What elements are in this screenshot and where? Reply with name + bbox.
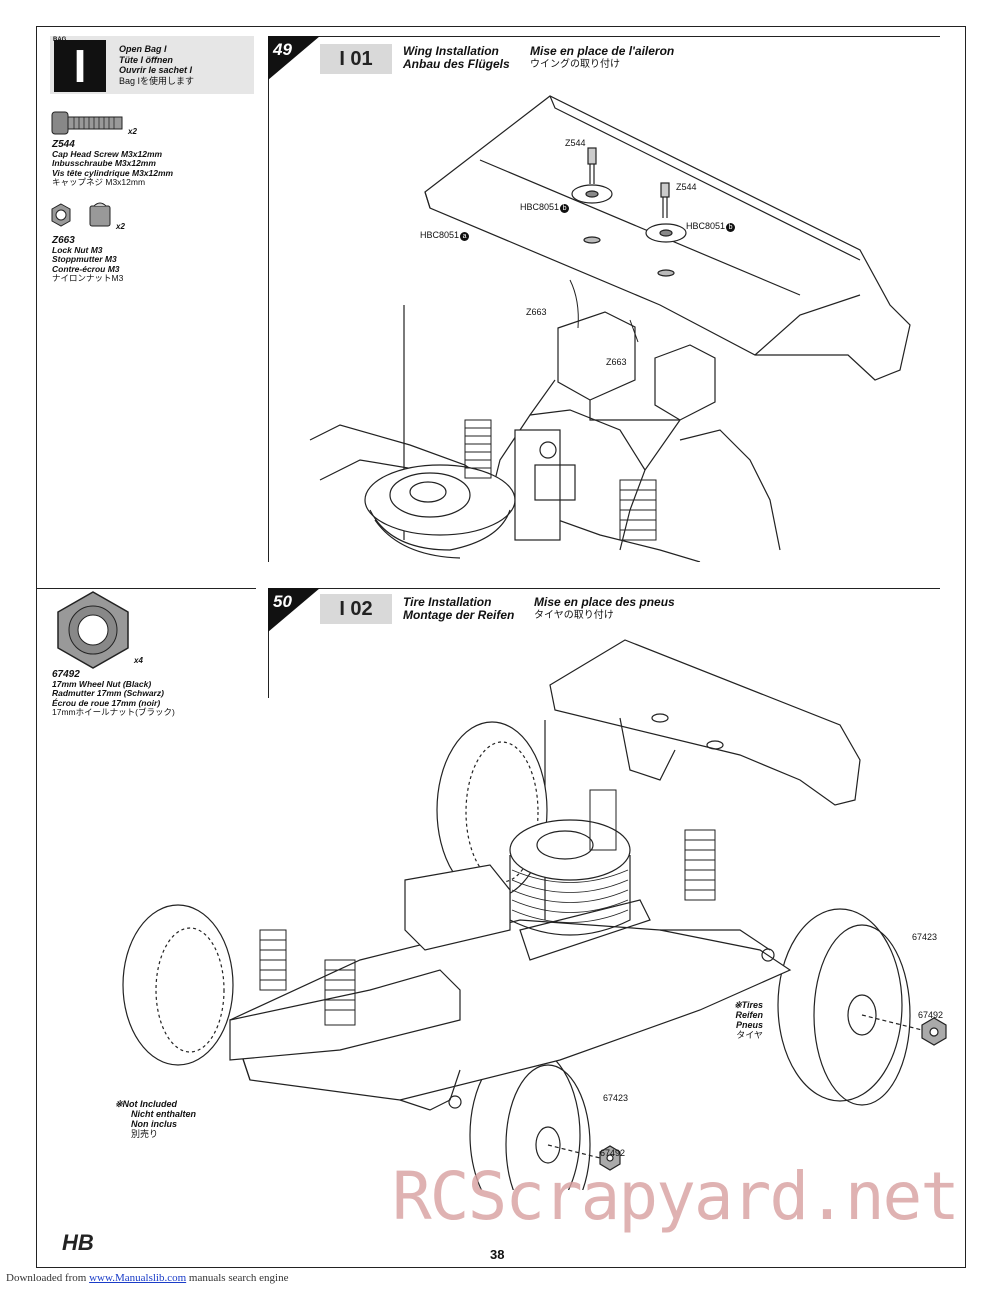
watermark: RCScrapyard.net [392,1158,960,1235]
step-number: 50 [273,592,292,611]
step-title-fr-jp: Mise en place de l'aileron ウイングの取り付け [530,44,675,71]
cap-screw-icon [51,111,123,135]
tire-installation-diagram [122,639,947,1190]
part-label-z663: Z663 Lock Nut M3 Stoppmutter M3 Contre-é… [52,235,124,283]
callout-z663: Z663 [526,307,547,317]
manualslib-link[interactable]: www.Manualslib.com [89,1272,187,1284]
part-qty: x2 [116,222,125,231]
wheel-nut-icon [57,591,129,669]
brand-logo: HB [62,1230,94,1255]
bag-letter: I [54,40,106,92]
step-divider [268,36,269,562]
callout-tire: 67423 [603,1093,629,1103]
bag-instructions: Open Bag I Tüte I öffnen Ouvrir le sache… [119,44,195,86]
tires-note: ※Tires Reifen Pneus タイヤ [734,1000,763,1040]
step-code: I 02 [320,594,392,624]
callout-z544: Z544 [565,138,586,148]
page-frame [36,26,966,1268]
not-included-note: ※Not Included Nicht enthalten Non inclus… [115,1099,197,1139]
footer: Downloaded from www.Manualslib.com manua… [6,1272,289,1284]
step-number-badge [268,36,320,80]
part-qty: x2 [128,127,137,136]
step-divider [268,588,940,589]
callout-tire: 67423 [912,932,938,942]
callout-z544: Z544 [676,182,697,192]
step-title-en-de: Wing Installation Anbau des Flügels [403,44,510,71]
callout-wheel-nut: 67492 [600,1148,626,1158]
callout-z663: Z663 [606,357,627,367]
step-number: 49 [273,40,292,59]
part-label-67492: 67492 17mm Wheel Nut (Black) Radmutter 1… [52,669,175,717]
page-number: 38 [490,1247,505,1262]
step-number-badge [268,588,320,632]
lock-nut-icon [51,202,111,227]
part-label-z544: Z544 Cap Head Screw M3x12mm Inbusschraub… [52,139,174,187]
step-title-en-de: Tire Installation Montage der Reifen [403,595,515,622]
step-divider [268,36,940,37]
sidebar-divider [36,588,256,589]
part-qty: x4 [134,656,143,665]
step-divider [268,588,269,698]
wing-installation-diagram [309,95,911,562]
callout-wheel-nut: 67492 [918,1010,944,1020]
step-code: I 01 [320,44,392,74]
step-title-fr-jp: Mise en place des pneus タイヤの取り付け [534,595,675,622]
